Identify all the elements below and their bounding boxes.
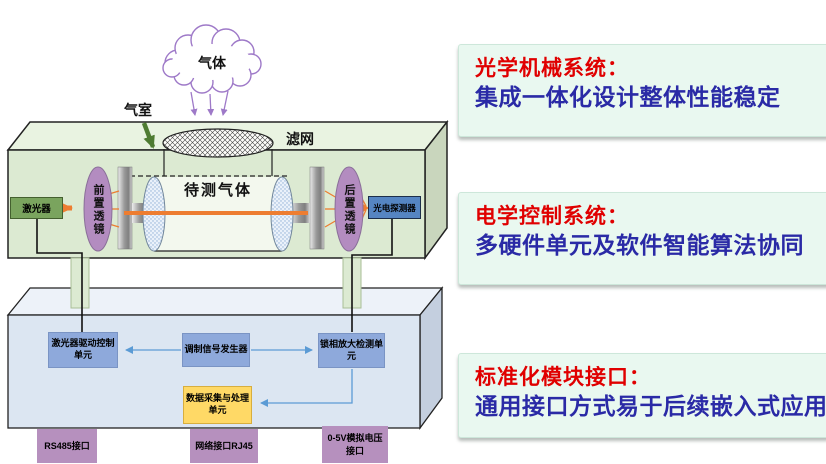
laser-driver-unit: 激光器驱动控制 单元	[48, 332, 118, 368]
front-lens	[83, 166, 113, 252]
port-rs485: RS485接口	[37, 429, 97, 463]
signal-arrow-lockin-to-daq	[260, 369, 353, 407]
sample-gas-label: 待测气体	[183, 182, 252, 199]
panel-optical-title: 光学机械系统：	[475, 57, 629, 80]
mount-bar-right	[309, 166, 325, 250]
mount-bar-left	[117, 166, 133, 250]
panel-electrical-desc: 多硬件单元及软件智能算法协同	[475, 232, 804, 259]
filter-mesh	[162, 128, 274, 158]
panel-optical-system: 光学机械系统： 集成一体化设计整体性能稳定	[458, 44, 826, 137]
photodetector-box: 光电探测器	[368, 196, 421, 219]
lock-in-unit-line2: 元	[346, 350, 356, 361]
gas-inflow-arrow-2	[207, 93, 215, 116]
beam-fan-right-1	[324, 190, 338, 199]
laser-driver-unit-line1: 激光器驱动控制	[51, 338, 115, 349]
laser-label: 激光器	[22, 204, 51, 215]
panel-interface-title: 标准化模块接口：	[475, 366, 651, 389]
lock-in-unit-line1: 锁相放大检测单	[319, 338, 383, 349]
laser-driver-unit-line2: 单元	[73, 350, 92, 360]
panel-electrical-system: 电学控制系统： 多硬件单元及软件智能算法协同	[458, 192, 826, 285]
port-analog-line2: 接口	[345, 445, 364, 456]
panel-interface-standard: 标准化模块接口： 通用接口方式易于后续嵌入式应用	[458, 353, 826, 438]
daq-unit-line2: 单元	[208, 405, 227, 415]
daq-unit: 数据采集与处理 单元	[183, 386, 252, 424]
gas-inflow-arrow-3	[220, 90, 229, 116]
gas-cloud-inner	[172, 44, 252, 80]
panel-electrical-title: 电学控制系统：	[475, 205, 629, 228]
wire-detector-to-lockin	[351, 219, 393, 332]
lock-in-unit: 锁相放大检测单 元	[318, 333, 385, 368]
gas-inflow-arrow-1	[190, 91, 198, 116]
port-rj45: 网络接口RJ45	[190, 429, 258, 463]
chamber-pointer-arrow	[141, 122, 156, 149]
beam-fan-right-3	[324, 219, 338, 228]
panel-optical-desc: 集成一体化设计整体性能稳定	[475, 84, 781, 111]
wire-laser-to-driver	[36, 219, 83, 332]
port-rj45-label: 网络接口RJ45	[195, 440, 253, 451]
panel-interface-desc: 通用接口方式易于后续嵌入式应用	[475, 393, 826, 420]
front-lens-label: 前置透镜	[92, 184, 104, 236]
modulator-unit: 调制信号发生器	[182, 333, 250, 367]
rear-lens	[334, 166, 364, 252]
filter-label: 滤网	[286, 131, 314, 147]
daq-unit-line1: 数据采集与处理	[185, 393, 249, 404]
port-rs485-label: RS485接口	[44, 440, 90, 451]
port-analog-line1: 0-5V模拟电压	[327, 433, 383, 444]
photodetector-label: 光电探测器	[373, 202, 416, 213]
port-analog: 0-5V模拟电压 接口	[322, 426, 388, 463]
connector-tube-left	[70, 257, 90, 309]
rear-lens-label: 后置透镜	[343, 184, 355, 236]
chamber-label: 气室	[124, 102, 152, 118]
laser-box: 激光器	[10, 197, 63, 219]
modulator-unit-line1: 调制信号发生器	[184, 344, 248, 355]
gas-cloud-label: 气体	[198, 55, 226, 71]
